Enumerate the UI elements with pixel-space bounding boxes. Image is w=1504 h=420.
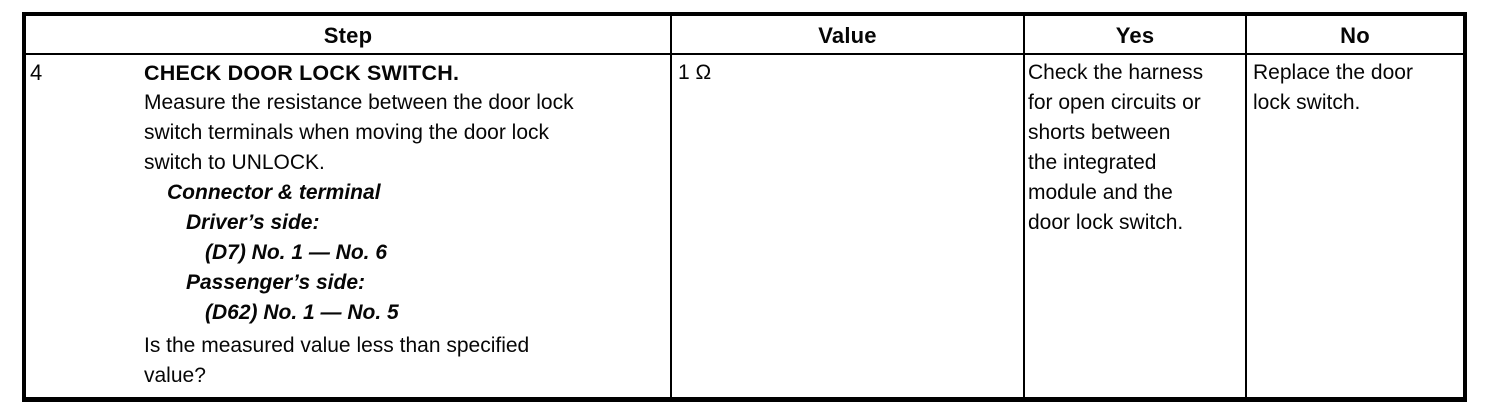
column-header-yes: Yes bbox=[1023, 16, 1245, 53]
value-cell: 1 Ω bbox=[670, 55, 1023, 397]
step-number: 4 bbox=[30, 60, 43, 85]
table-row: 4 CHECK DOOR LOCK SWITCH. Measure the re… bbox=[26, 55, 1463, 397]
passengers-side-terminals: (D62) No. 1 — No. 5 bbox=[205, 301, 399, 324]
column-header-step: Step bbox=[323, 22, 373, 48]
column-header-no: No bbox=[1245, 16, 1463, 53]
drivers-side-terminals: (D7) No. 1 — No. 6 bbox=[205, 241, 388, 264]
value-text: 1 Ω bbox=[678, 61, 712, 84]
step-instruction: Measure the resistance between the door … bbox=[144, 91, 574, 174]
step-question: Is the measured value less than specifie… bbox=[144, 334, 530, 387]
table-header-row: Step Value Yes No bbox=[26, 16, 1463, 55]
drivers-side-label: Driver’s side: bbox=[186, 211, 320, 234]
connector-terminal-heading: Connector & terminal bbox=[167, 181, 381, 204]
column-header-value: Value bbox=[670, 16, 1023, 53]
passengers-side-label: Passenger’s side: bbox=[186, 271, 365, 294]
step-title: CHECK DOOR LOCK SWITCH. bbox=[144, 61, 460, 85]
diagnostic-table: Step Value Yes No 4 CHECK DOOR LOCK SWIT… bbox=[22, 12, 1467, 402]
step-cell: 4 CHECK DOOR LOCK SWITCH. Measure the re… bbox=[26, 55, 670, 397]
step-content: CHECK DOOR LOCK SWITCH. Measure the resi… bbox=[144, 58, 666, 391]
